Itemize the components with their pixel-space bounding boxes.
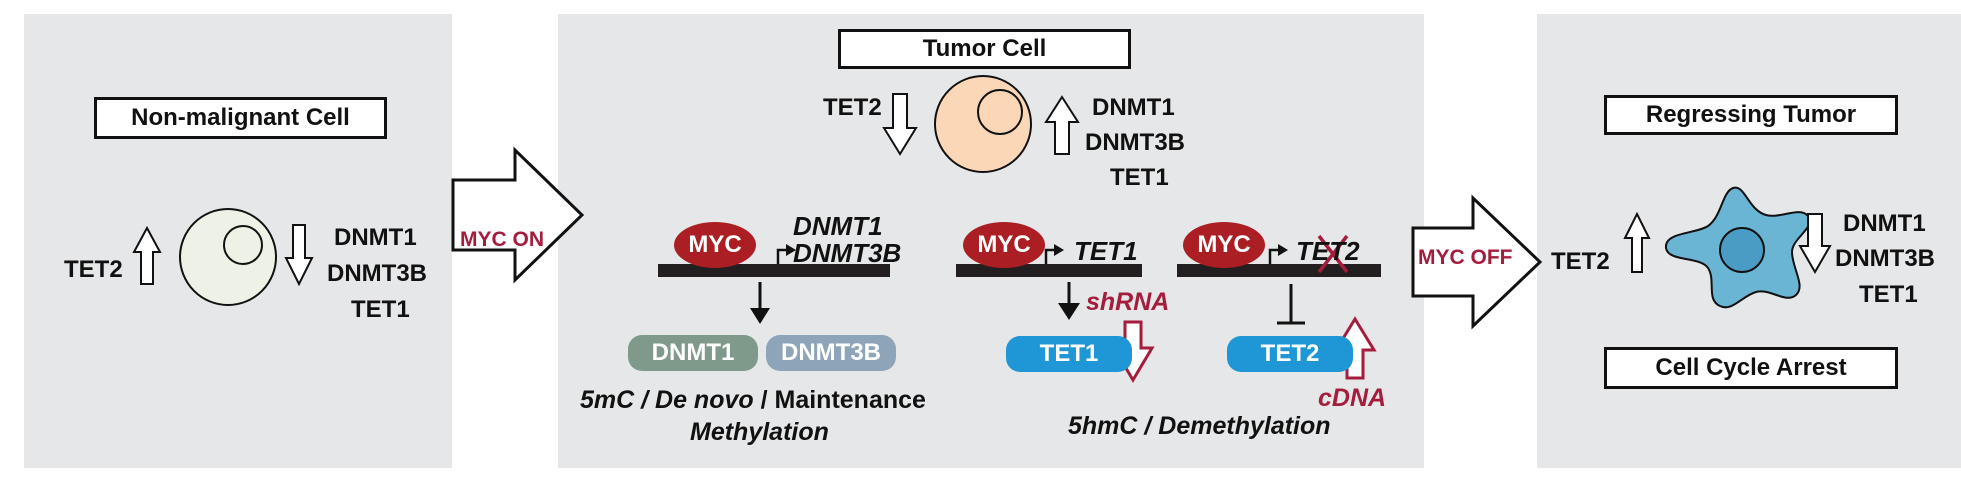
left-up-arrow-shape: [132, 225, 162, 285]
caption-maintenance: / Maintenance: [753, 386, 926, 414]
tumor-cell-title: Tumor Cell: [838, 29, 1131, 69]
target-gene-tet1: TET1: [1074, 236, 1138, 266]
right-down-gene-2: DNMT3B: [1835, 245, 1935, 272]
non-malignant-title: Non-malignant Cell: [94, 97, 387, 139]
myc-on-arrow: [451, 146, 585, 284]
tss-arrow-1: [776, 248, 788, 264]
target-gene-tet2: TET2: [1296, 236, 1360, 266]
methylation-caption-line1: 5mC / De novo / Maintenance: [580, 384, 926, 416]
left-down-gene-2: DNMT3B: [327, 260, 427, 287]
tumor-up-gene-2: DNMT3B: [1085, 129, 1185, 156]
protein-tet1: TET1: [1006, 336, 1132, 372]
right-up-arrow-shape: [1623, 211, 1651, 273]
tumor-up-gene-3: TET1: [1110, 164, 1169, 191]
demethylation-caption: 5hmC / Demethylation: [1068, 412, 1331, 440]
shrna-label: shRNA: [1086, 288, 1170, 316]
protein-tet2: TET2: [1227, 336, 1353, 372]
myc-oval-3: MYC: [1183, 222, 1265, 268]
cdna-label: cDNA: [1318, 384, 1387, 412]
right-down-gene-3: TET1: [1859, 281, 1918, 308]
left-cell-nucleus: [223, 225, 263, 265]
myc-oval-1: MYC: [674, 222, 756, 268]
myc-off-label: MYC OFF: [1418, 246, 1513, 269]
right-down-arrow-shape: [1798, 213, 1832, 275]
myc-on-label: MYC ON: [460, 228, 544, 251]
protein-dnmt3b: DNMT3B: [766, 335, 896, 371]
tumor-up-gene-1: DNMT1: [1092, 94, 1175, 121]
tumor-cell-nucleus: [977, 89, 1023, 135]
left-down-gene-1: DNMT1: [334, 224, 417, 251]
left-down-arrow-shape: [284, 224, 314, 287]
tumor-down-arrow-shape: [882, 93, 918, 156]
right-down-gene-1: DNMT1: [1843, 210, 1926, 237]
regressing-cell-nucleus: [1719, 227, 1765, 273]
right-up-gene: TET2: [1551, 248, 1610, 275]
target-gene-dnmt3b: DNMT3B: [793, 238, 902, 268]
left-up-gene: TET2: [64, 256, 123, 283]
protein-dnmt1: DNMT1: [628, 335, 758, 371]
cell-cycle-arrest-box: Cell Cycle Arrest: [1604, 347, 1898, 389]
tumor-down-gene: TET2: [823, 94, 882, 121]
methylation-caption-line2: Methylation: [690, 418, 829, 446]
expression-arrow-1: [750, 308, 770, 324]
tss-arrow-3: [1268, 248, 1280, 264]
expression-arrow-2: [1058, 303, 1080, 320]
caption-de-novo: De novo: [655, 386, 754, 414]
left-down-gene-3: TET1: [351, 296, 410, 323]
myc-off-arrow: [1411, 194, 1543, 330]
caption-5mc: 5mC /: [580, 386, 656, 414]
tss-arrow-2: [1044, 248, 1056, 264]
myc-oval-2: MYC: [963, 222, 1045, 268]
regressing-tumor-title: Regressing Tumor: [1604, 95, 1898, 135]
target-gene-dnmt1: DNMT1: [793, 211, 883, 241]
tumor-up-arrow-shape: [1044, 95, 1080, 155]
